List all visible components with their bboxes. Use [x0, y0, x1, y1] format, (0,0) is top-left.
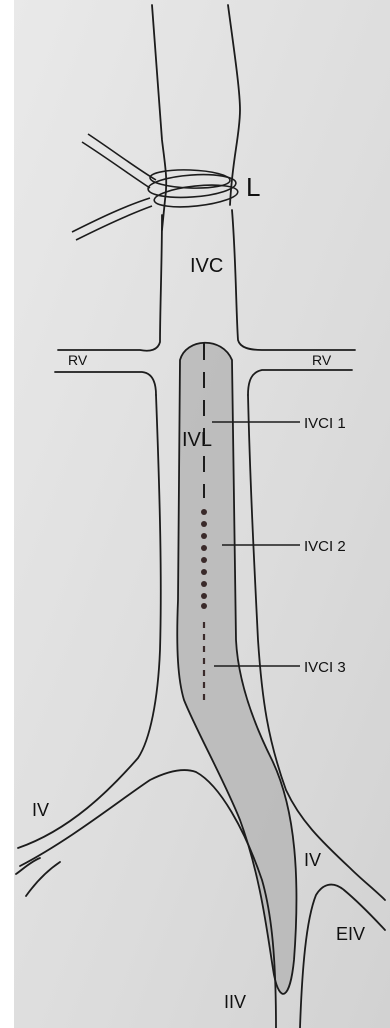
label-ivci3: IVCI 3	[304, 659, 346, 676]
label-ivci2: IVCI 2	[304, 538, 346, 555]
ivci2-dots	[201, 509, 207, 609]
label-rv-right: RV	[312, 352, 332, 368]
label-ivl: IVL	[182, 429, 212, 451]
label-iv-left: IV	[32, 800, 49, 820]
label-ivc: IVC	[190, 255, 223, 277]
label-ligature: L	[246, 172, 260, 202]
label-eiv: EIV	[336, 924, 365, 944]
label-iiv: IIV	[224, 992, 246, 1012]
label-rv-left: RV	[68, 352, 88, 368]
label-iv-right: IV	[304, 850, 321, 870]
label-ivci1: IVCI 1	[304, 415, 346, 432]
